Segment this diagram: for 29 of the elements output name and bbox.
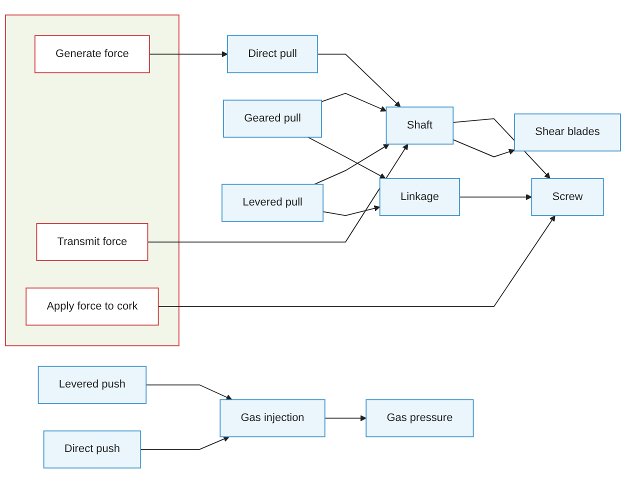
arrow [158,215,556,308]
arrow [452,139,515,158]
cluster [5,14,180,346]
arrow [317,54,401,108]
arrow [452,118,550,179]
arrow [324,415,366,422]
arrow [322,205,380,216]
node-box: Gas pressure [366,399,474,438]
node-box: Linkage [379,178,460,216]
arrow [140,436,230,450]
arrow [149,51,228,58]
node-box: Levered pull [222,184,324,222]
node-box: Transmit force [36,223,148,261]
arrow [146,384,232,400]
arrow [321,92,387,112]
arrow [308,136,386,179]
node-box: Gas injection [220,399,326,438]
node-box: Shear blades [514,113,621,152]
node-box: Levered push [38,366,147,404]
node-box: Apply force to cork [26,288,159,326]
node-box: Screw [531,178,604,216]
arrow [459,194,532,200]
arrow [314,144,390,185]
node-box: Direct push [43,430,142,468]
arrow [147,144,408,242]
node-box: Geared pull [223,100,322,138]
node-box: Generate force [34,35,150,74]
node-box: Direct pull [227,35,318,74]
node-box: Shaft [386,106,454,145]
